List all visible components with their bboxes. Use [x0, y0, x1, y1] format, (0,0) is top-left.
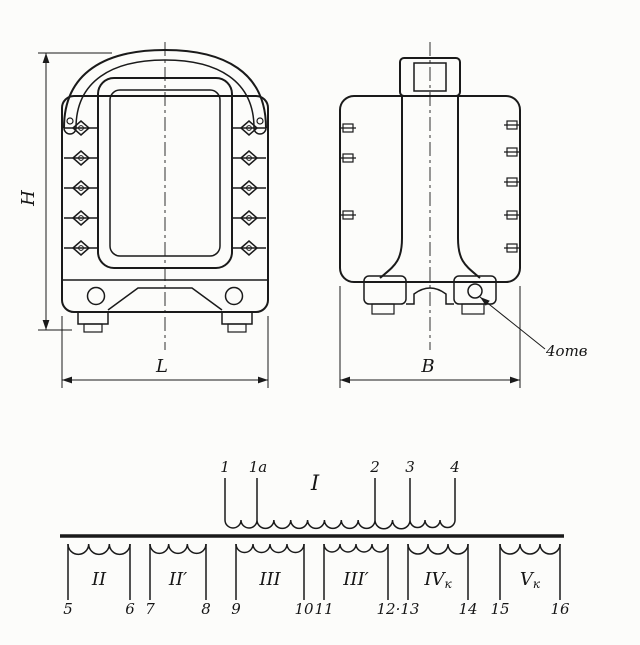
winding-IVk: IVк	[407, 543, 469, 600]
coil-window	[97, 77, 233, 269]
terminal-number-7: 7	[145, 600, 155, 618]
winding-label-III: III	[258, 569, 281, 590]
foot-right	[221, 311, 253, 325]
carry-strap	[63, 48, 267, 135]
terminal-ticks-right	[504, 120, 521, 253]
winding-Vk: Vк	[499, 543, 561, 600]
side-body-outline	[339, 95, 521, 283]
primary-terminal-1: 1	[220, 458, 230, 476]
dimension-width-side: B	[339, 286, 521, 388]
terminal-ticks-left	[339, 123, 356, 220]
terminal-number-11: 11	[314, 600, 333, 618]
foot-left	[77, 311, 109, 325]
terminal-number-6: 6	[125, 600, 135, 618]
terminal-number-16: 16	[550, 600, 570, 618]
terminal-number-10: 10	[294, 600, 314, 618]
winding-label-III-prime: III′	[342, 569, 368, 590]
primary-terminal-1a: 1a	[249, 458, 268, 476]
terminal-number-14: 14	[458, 600, 477, 618]
dimension-height: H	[18, 52, 112, 331]
dim-label-width-front: L	[155, 356, 168, 377]
winding-label-Vk: Vк	[520, 569, 541, 591]
terminal-pins-right	[232, 120, 266, 256]
winding-label-II-prime: II′	[168, 569, 187, 590]
mounting-hole	[86, 286, 106, 306]
winding-III: III	[235, 543, 305, 600]
holes-note: 4отв	[545, 342, 588, 360]
dim-label-height: H	[18, 190, 39, 207]
mounting-hole	[224, 286, 244, 306]
dimension-width-front: L	[61, 316, 269, 388]
winding-label-IVk: IVк	[423, 569, 452, 591]
winding-II: II	[67, 543, 131, 600]
terminal-pins-left	[64, 120, 98, 256]
winding-label-II: II	[91, 569, 107, 590]
strap-rivet-hole	[66, 117, 74, 125]
winding-schematic: 1 1a 2 3 4 I II II′	[60, 458, 570, 618]
primary-terminal-4: 4	[449, 458, 460, 476]
front-view: H L	[18, 42, 269, 388]
primary-terminal-2: 2	[369, 458, 380, 476]
winding-III-prime: III′	[323, 543, 389, 600]
mounting-base	[62, 279, 268, 333]
terminal-number-9: 9	[231, 600, 241, 618]
leader-line	[479, 296, 546, 350]
mounting-hole-side	[467, 283, 483, 299]
side-view: 4отв B	[339, 42, 588, 388]
coil-column	[379, 96, 481, 279]
primary-winding-label: I	[310, 471, 320, 495]
terminal-number-5: 5	[63, 600, 73, 618]
terminal-number-12-13: 12·13	[377, 600, 420, 618]
terminal-number-15: 15	[490, 600, 509, 618]
primary-winding: 1 1a 2 3 4 I	[220, 458, 460, 530]
dim-label-width-side: B	[420, 356, 434, 377]
side-feet	[363, 275, 497, 315]
holes-callout: 4отв	[479, 296, 588, 360]
bottom-terminal-numbers: 5 6 7 8 9 10 11 12·13 14 15 16	[63, 600, 570, 618]
terminal-number-8: 8	[201, 600, 211, 618]
winding-II-prime: II′	[149, 543, 207, 600]
strap-rivet-hole	[256, 117, 264, 125]
primary-terminal-3: 3	[405, 458, 415, 476]
secondary-windings: II II′ III III′	[67, 543, 561, 600]
core-body-outline	[61, 95, 269, 313]
